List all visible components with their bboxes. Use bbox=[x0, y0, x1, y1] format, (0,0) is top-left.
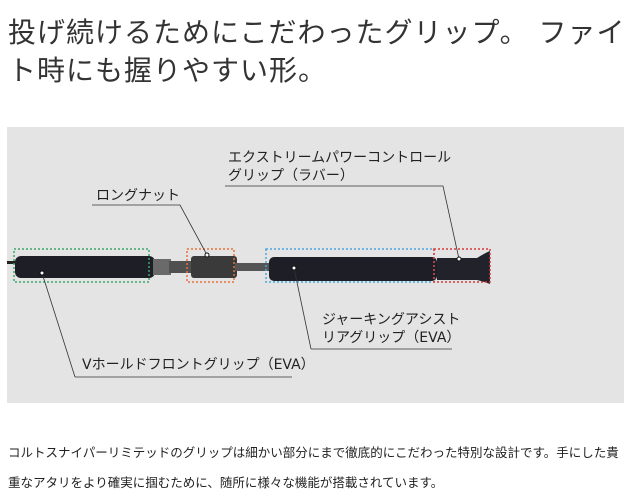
label-front-grip: Vホールドフロントグリップ（EVA） bbox=[82, 357, 315, 373]
description-text: コルトスナイパーリミテッドのグリップは細かい部分にまで徹底的にこだわった特別な設… bbox=[8, 445, 619, 490]
leader-lines bbox=[41, 185, 460, 378]
label-rear-grip-line2: リアグリップ（EVA） bbox=[322, 330, 461, 346]
butt-grip bbox=[437, 251, 490, 284]
long-nut bbox=[191, 256, 237, 278]
front-ferrule bbox=[153, 259, 171, 275]
rod-shaft-mid bbox=[235, 263, 275, 271]
front-grip bbox=[15, 256, 155, 278]
rod-tip bbox=[7, 261, 19, 264]
label-rear-grip-line1: ジャーキングアシスト bbox=[322, 312, 461, 328]
rear-grip bbox=[269, 257, 437, 281]
label-extreme-grip-line1: エクストリームパワーコントロール bbox=[228, 150, 452, 166]
page-heading: 投げ続けるためにこだわったグリップ。 ファイト時にも握りやすい形。 bbox=[8, 16, 626, 87]
label-long-nut: ロングナット bbox=[96, 188, 180, 204]
label-extreme-grip-line2: グリップ（ラバー） bbox=[228, 168, 354, 184]
rod-shaft bbox=[169, 261, 197, 273]
leader-dots bbox=[39, 252, 462, 276]
grip-diagram: エクストリームパワーコントロール グリップ（ラバー） ロングナット ジャーキング… bbox=[7, 127, 624, 403]
end-grip-highlight bbox=[433, 248, 491, 283]
rod-illustration bbox=[7, 185, 491, 378]
